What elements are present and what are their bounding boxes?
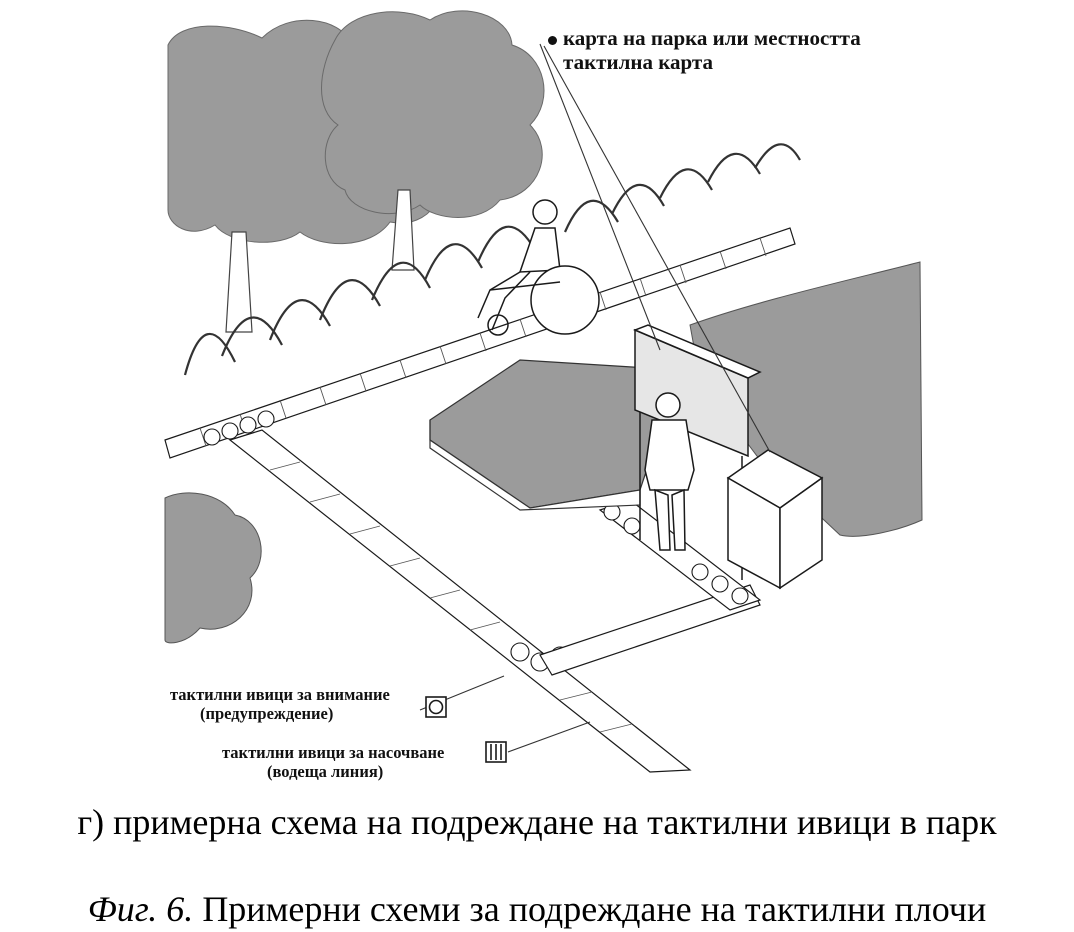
circle-in-square-icon — [425, 696, 447, 718]
guiding-label-line1: тактилни ивици за насочване — [222, 743, 445, 762]
warning-legend-label: тактилни ивици за внимание (предупрежден… — [170, 685, 390, 724]
guiding-strip-branch — [228, 429, 692, 773]
guiding-legend-label: тактилни ивици за насочване (водеща лини… — [222, 743, 445, 782]
tree-trunks — [225, 189, 415, 333]
figure-title: Примерни схеми за подреждане на тактилни… — [202, 889, 987, 929]
vertical-stripes-icon — [485, 741, 507, 763]
planting-area-right — [689, 261, 923, 537]
bullet-icon — [548, 36, 557, 45]
map-label-line2: тактилна карта — [563, 50, 713, 75]
subcaption: г) примерна схема на подреждане на такти… — [77, 802, 997, 842]
figure-number: Фиг. 6. — [87, 889, 194, 929]
tree-canopy-group — [167, 10, 545, 245]
warning-label-line1: тактилни ивици за внимание — [170, 685, 390, 704]
tree-trunk-left — [225, 231, 253, 333]
tree-canopy-center — [321, 10, 545, 218]
map-label: карта на парка или местността тактилна к… — [548, 26, 861, 75]
park-map-board — [633, 324, 762, 580]
park-tactile-diagram — [164, 10, 923, 773]
arched-fence — [183, 143, 801, 376]
guiding-label-line2: (водеща линия) — [267, 761, 384, 781]
person-standing — [644, 392, 695, 551]
tactile-map-pedestal — [726, 449, 824, 590]
warning-tiles-junction — [203, 410, 275, 446]
figure-caption: Фиг. 6. Примерни схеми за подреждане на … — [0, 888, 1074, 931]
wheelchair-user — [477, 199, 600, 336]
tree-trunk-center — [391, 189, 415, 271]
map-label-line1: карта на парка или местността — [563, 26, 861, 50]
warning-label-line2: (предупреждение) — [200, 703, 334, 723]
bush-left — [164, 492, 262, 644]
